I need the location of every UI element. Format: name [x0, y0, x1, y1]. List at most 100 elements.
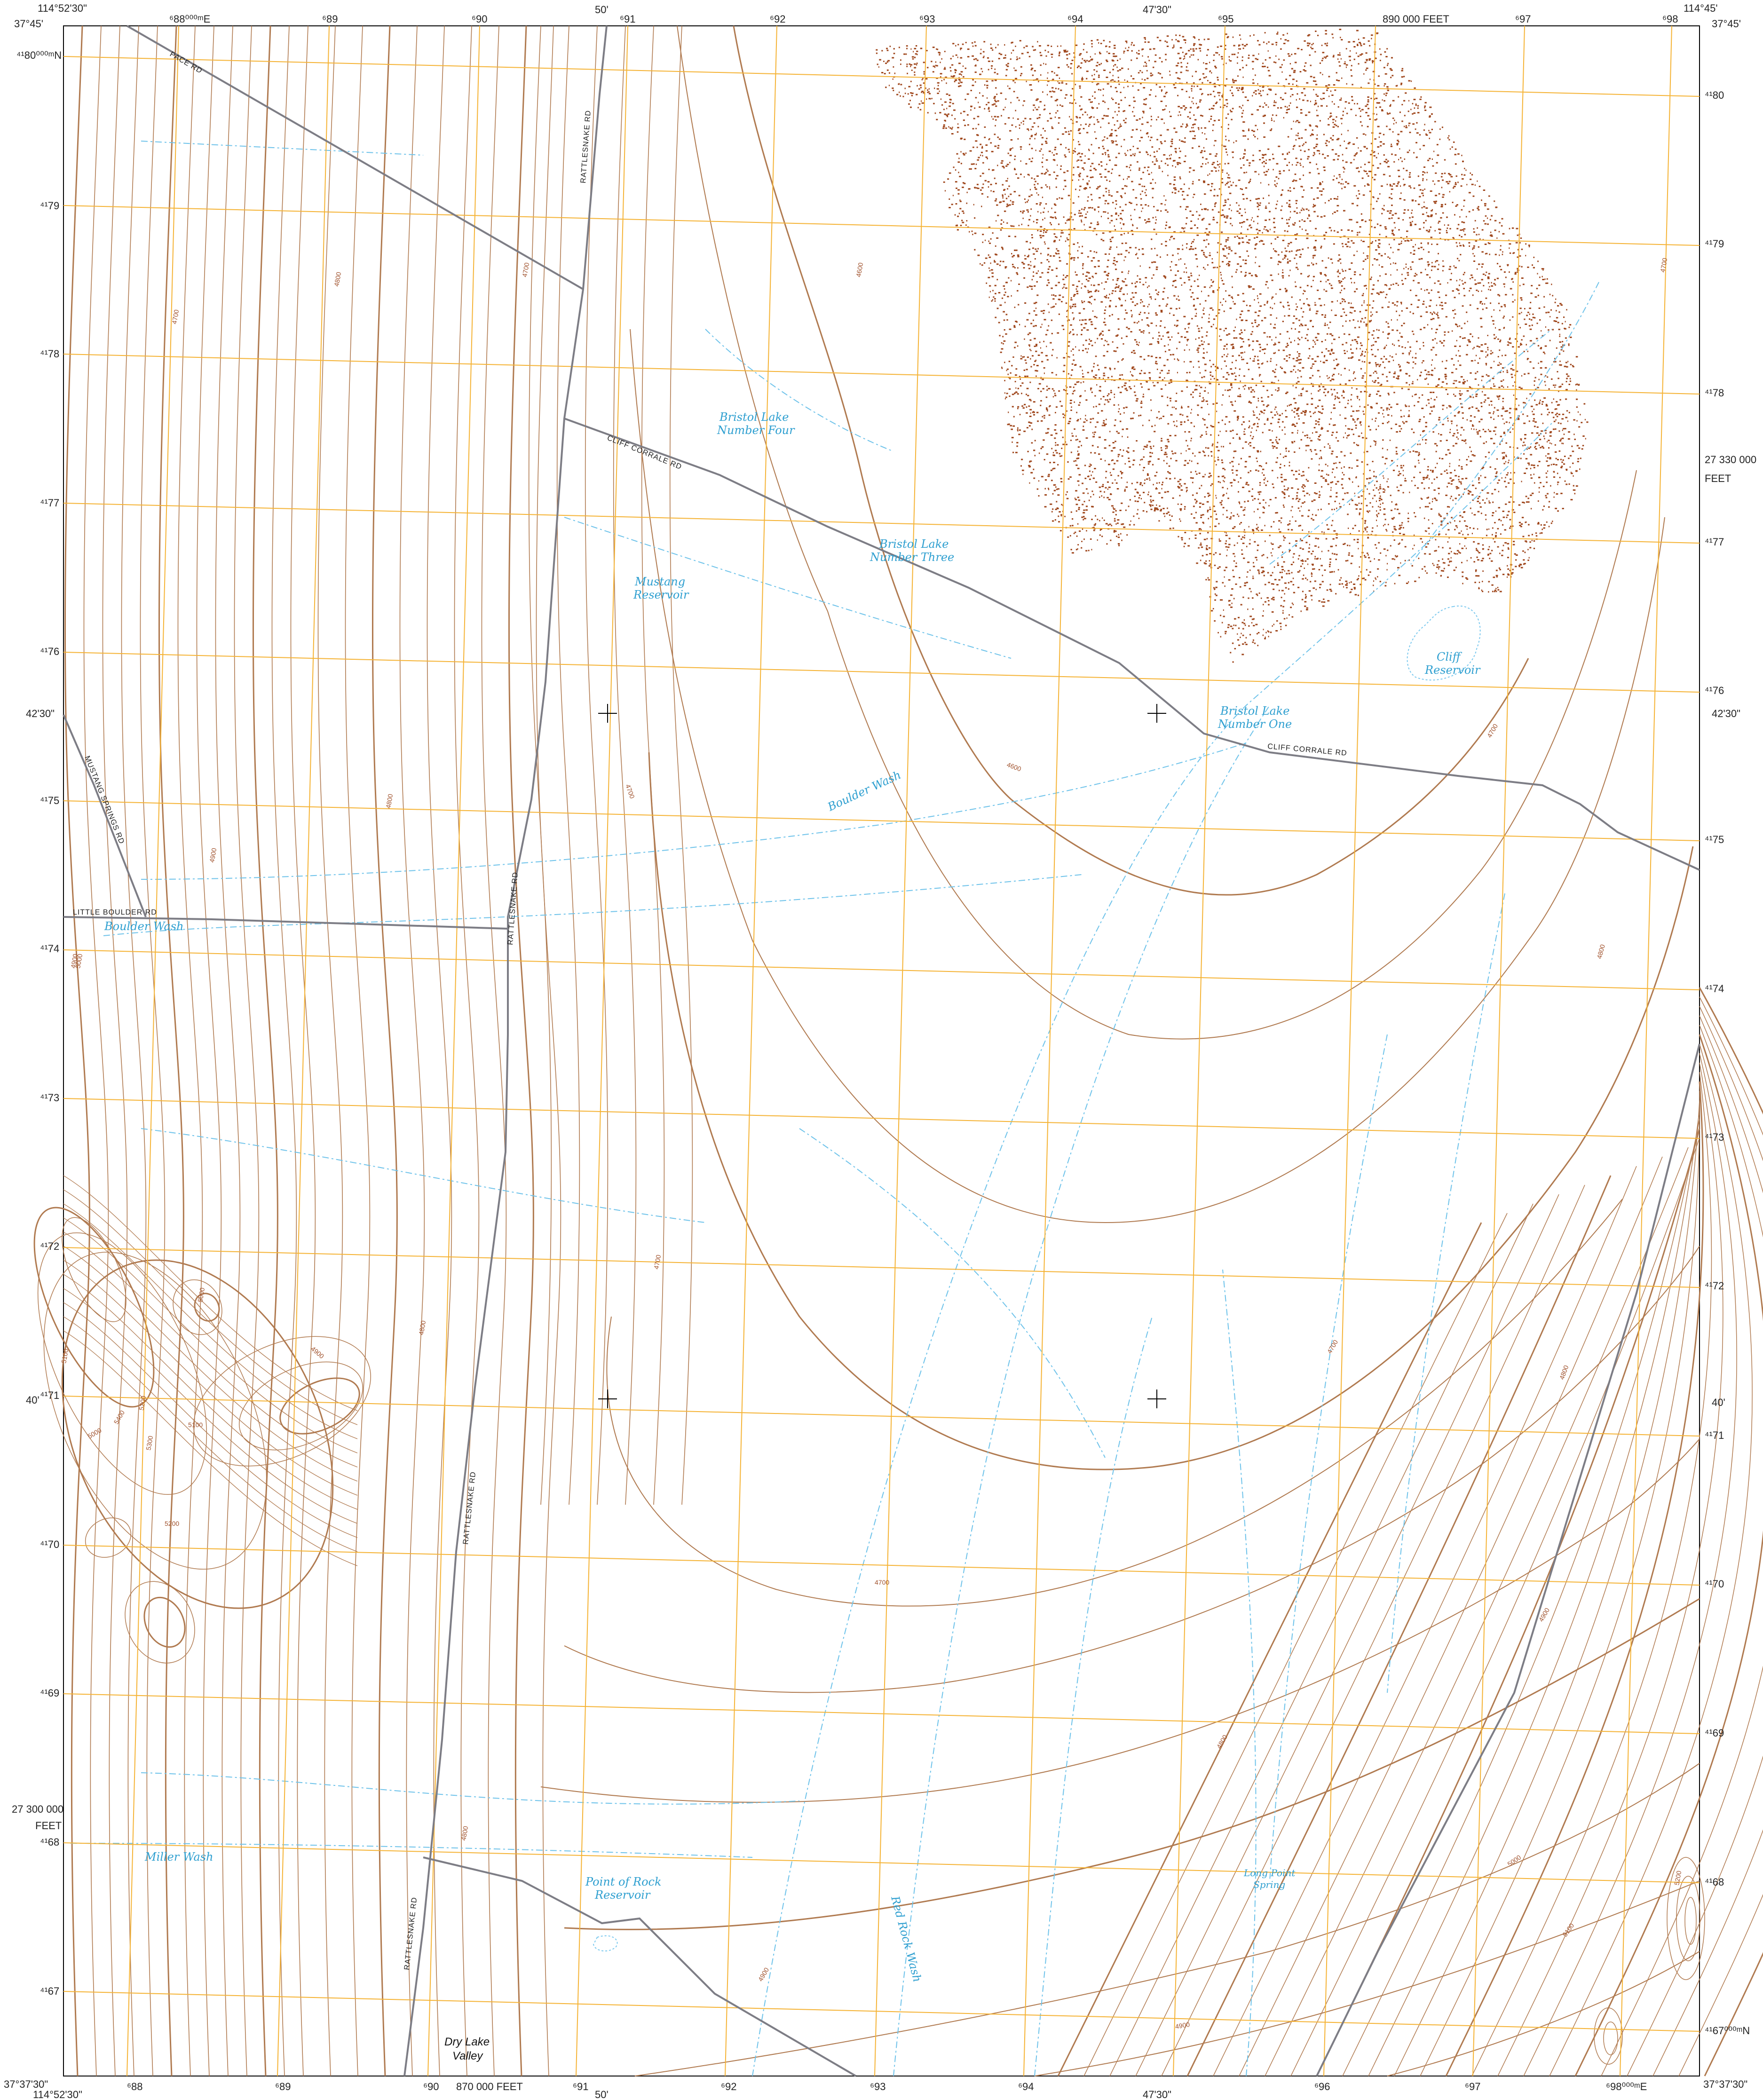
- stream-0: [141, 1772, 800, 1805]
- top-e697: ⁶97: [1515, 13, 1531, 25]
- contour-label-1: 4700: [521, 262, 530, 278]
- contour-25: [648, 752, 1694, 1470]
- right-n78: ⁴¹78: [1705, 387, 1724, 399]
- right-n67: ⁴¹67⁰⁰⁰ᵐN: [1705, 2025, 1750, 2037]
- bl-lon: 114°52'30": [33, 2089, 82, 2100]
- contour-label-3: 4700: [170, 309, 180, 325]
- stream-8: [141, 1128, 706, 1223]
- lava-field-pattern: [876, 29, 1589, 663]
- contour-62: [613, 25, 637, 1505]
- contour-label-17: 4800: [417, 1320, 427, 1336]
- bristol-lake-one-l2: Number One: [1217, 718, 1292, 731]
- contour-40: [1239, 1156, 1663, 2076]
- grid-northing-8: [63, 1247, 1700, 1288]
- contour-5: [158, 25, 184, 2076]
- contour-39: [1213, 1166, 1637, 2076]
- cross-4: [1147, 1389, 1166, 1408]
- right-n76: ⁴¹76: [1705, 685, 1724, 696]
- se-hill-contour-1: [1676, 1876, 1700, 1961]
- contour-27: [564, 1246, 1700, 1693]
- contour-38: [1186, 1175, 1612, 2076]
- right-n69: ⁴¹69: [1705, 1727, 1724, 1739]
- stream-13: [1387, 893, 1505, 1693]
- contour-15: [372, 25, 398, 2076]
- top-e690: ⁶90: [472, 13, 488, 25]
- contour-67: [63, 1203, 358, 1439]
- hill-contour-11: [125, 1581, 195, 1664]
- hill-contour-10: [85, 1517, 132, 1558]
- top-4730: 47'30": [1143, 4, 1171, 16]
- contour-7: [196, 25, 222, 2076]
- lava-dots: [876, 29, 1589, 663]
- bottom-e698: ⁶98⁰⁰⁰ᵐE: [1606, 2081, 1647, 2092]
- contour-0: [64, 25, 90, 2076]
- contour-51: [1523, 1053, 1737, 2076]
- grid-easting-9: [1472, 25, 1525, 2076]
- dry-lake-valley-l1: Dry Lake: [444, 2036, 490, 2048]
- point-of-rock-reservoir-outline: [593, 1935, 618, 1952]
- water-labels: Bristol Lake Number Four Bristol Lake Nu…: [104, 411, 1481, 1983]
- bottom-e696: ⁶96: [1314, 2081, 1330, 2092]
- top-e691: ⁶91: [620, 13, 636, 25]
- left-27300000: 27 300 000: [12, 1803, 63, 1815]
- contour-19: [481, 25, 507, 2076]
- cross-2: [1147, 704, 1166, 723]
- top-e695: ⁶95: [1218, 13, 1234, 25]
- right-4230: 42'30": [1712, 708, 1740, 719]
- left-n79: ⁴¹79: [40, 200, 59, 212]
- contour-37: [1161, 1184, 1585, 2076]
- stream-12: [1269, 1034, 1388, 1881]
- bottom-e688: ⁶88: [127, 2081, 143, 2092]
- left-40: 40': [26, 1394, 40, 1406]
- grid-northing-2: [63, 354, 1700, 395]
- bottom-e694: ⁶94: [1018, 2081, 1034, 2092]
- bottom-e693: ⁶93: [870, 2081, 886, 2092]
- se-hill-contour-0: [1667, 1857, 1705, 1980]
- grid-northing-4: [63, 652, 1700, 693]
- dry-lake-valley-l2: Valley: [452, 2050, 483, 2062]
- bristol-lake-three-l1: Bristol Lake: [879, 537, 949, 551]
- grid-easting-0: [126, 25, 179, 2076]
- grid-easting-7: [1173, 25, 1225, 2076]
- left-n78: ⁴¹78: [40, 348, 59, 360]
- contour-76: [63, 1330, 358, 1566]
- stream-6: [1222, 1269, 1257, 2076]
- right-n77: ⁴¹77: [1705, 536, 1724, 548]
- tl-lon: 114°52'30": [38, 2, 87, 14]
- mustang-reservoir-l2: Reservoir: [633, 588, 689, 601]
- contour-label-22: 5300: [144, 1435, 154, 1451]
- grid-easting-10: [1620, 25, 1672, 2076]
- bottom-e692: ⁶92: [721, 2081, 737, 2092]
- hill-contour-4: [193, 1336, 371, 1467]
- se-hill-contour-3: [1594, 2007, 1623, 2065]
- contour-47: [1420, 1090, 1700, 2076]
- contour-54: [1601, 1025, 1763, 2076]
- cliff-reservoir-outline: [1407, 605, 1481, 681]
- contour-73: [63, 1288, 358, 1524]
- map-edge-labels: 114°52'30" 37°45' ⁶88⁰⁰⁰ᵐE ⁶89 ⁶90 50' ⁶…: [4, 2, 1756, 2100]
- stream-5: [1034, 1316, 1153, 2076]
- se-hill-contour-2: [1684, 1897, 1697, 1945]
- contour-23: [677, 25, 1637, 1040]
- left-n77: ⁴¹77: [40, 497, 59, 509]
- contour-22: [733, 25, 1529, 896]
- grid-northing-5: [63, 800, 1700, 841]
- contour-72: [63, 1274, 358, 1510]
- bottom-4730: 47'30": [1143, 2089, 1171, 2100]
- contour-60: [556, 25, 580, 1505]
- bottom-e689: ⁶89: [275, 2081, 291, 2092]
- stream-10: [1269, 329, 1552, 565]
- bl-lat: 37°37'30": [4, 2078, 48, 2090]
- contour-label-6: 4700: [1659, 257, 1668, 273]
- hill-contour-5: [238, 1361, 364, 1451]
- east-road: [1316, 1043, 1700, 2076]
- contour-11: [271, 25, 297, 2076]
- left-n70: ⁴¹70: [40, 1539, 59, 1550]
- miller-wash: Miller Wash: [144, 1850, 213, 1863]
- boulder-wash-west: Boulder Wash: [104, 920, 184, 933]
- stream-7: [564, 517, 1012, 659]
- contour-24: [630, 329, 1665, 1224]
- cliff-reservoir-l1: Cliff: [1437, 650, 1463, 663]
- right-n71: ⁴¹71: [1705, 1429, 1724, 1441]
- contour-label-19: 5000: [196, 1287, 206, 1303]
